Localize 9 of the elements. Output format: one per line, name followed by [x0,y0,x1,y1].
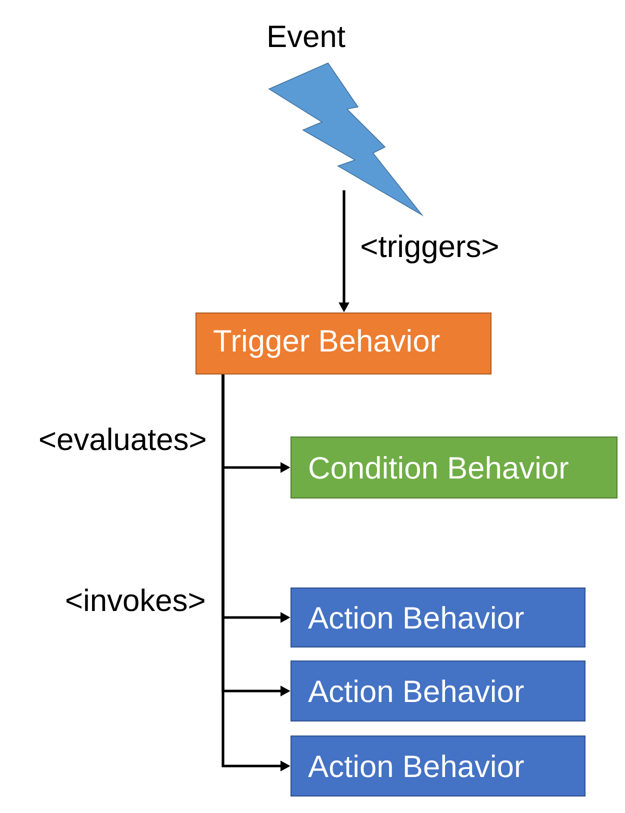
edge-label: <invokes> [66,588,204,612]
process-box: Action Behavior [290,660,586,722]
edge-label: <evaluates> [40,428,206,450]
process-box: Condition Behavior [290,436,618,498]
process-box: Action Behavior [290,588,586,648]
process-box: Trigger Behavior [196,312,492,374]
node-title: Event [269,26,346,48]
edge-label: <triggers> [362,234,498,264]
process-box: Action Behavior [290,736,586,796]
